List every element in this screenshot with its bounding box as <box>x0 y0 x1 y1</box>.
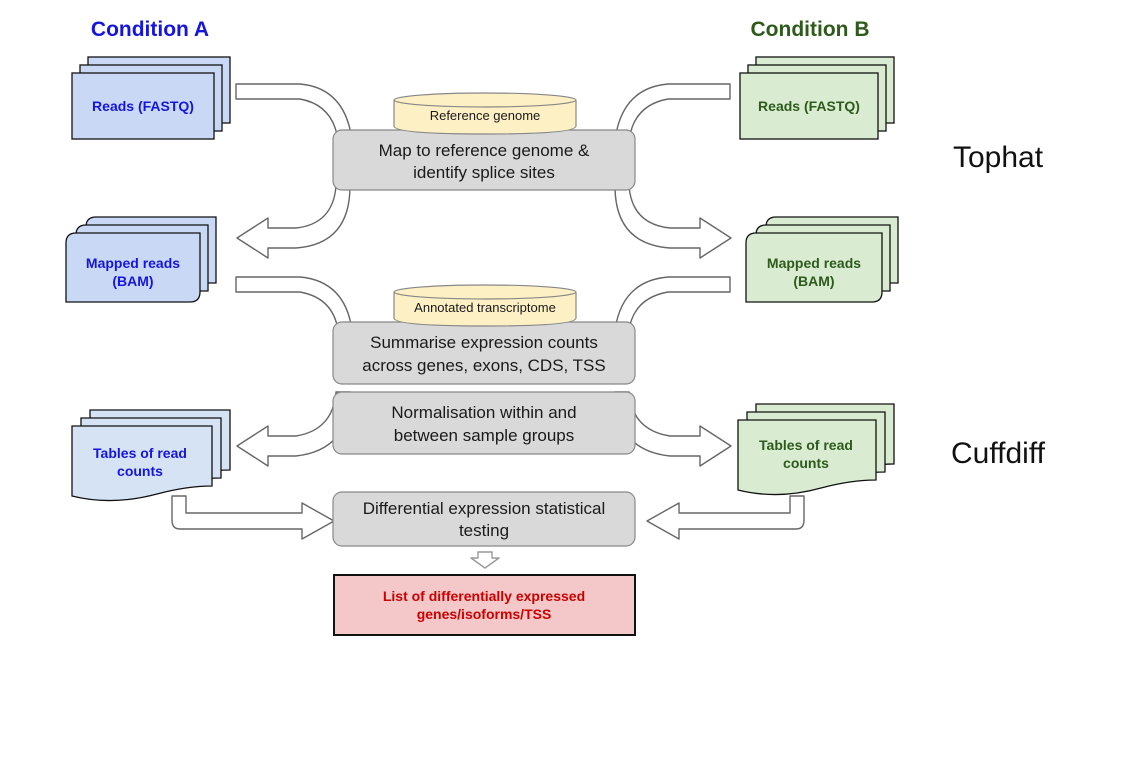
arrow-reads-b-to-map <box>614 83 731 141</box>
arrow-reads-a-to-map <box>235 83 353 141</box>
mapped-reads-a-line1: Mapped reads <box>86 255 180 271</box>
tables-a-line2: counts <box>117 463 163 479</box>
cuffdiff-label: Cuffdiff <box>951 437 1046 470</box>
tables-read-counts-b-stack: Tables of read counts <box>737 403 895 496</box>
map-step-line1: Map to reference genome & <box>379 141 590 160</box>
result-line2: genes/isoforms/TSS <box>417 606 552 622</box>
result-box: List of differentially expressed genes/i… <box>333 574 636 636</box>
reads-fastq-a-label: Reads (FASTQ) <box>92 98 194 114</box>
normalise-step-line2: between sample groups <box>394 426 575 445</box>
arrow-mapped-b-to-summarise <box>614 276 731 331</box>
arrow-tables-a-to-differential <box>171 495 335 540</box>
arrow-map-to-mapped-b <box>614 185 732 259</box>
normalisation-step: Normalisation within and between sample … <box>332 391 636 455</box>
reads-fastq-b-label: Reads (FASTQ) <box>758 98 860 114</box>
condition-a-title: Condition A <box>91 18 209 41</box>
reads-fastq-a-stack: Reads (FASTQ) <box>71 56 231 140</box>
condition-b-title: Condition B <box>751 18 870 41</box>
arrow-map-to-mapped-a <box>236 185 351 259</box>
summarise-step-line2: across genes, exons, CDS, TSS <box>362 356 605 375</box>
tables-read-counts-a-stack: Tables of read counts <box>71 409 231 502</box>
map-to-genome-step: Map to reference genome & identify splic… <box>332 129 636 191</box>
tables-b-line1: Tables of read <box>759 437 853 453</box>
differential-expression-step: Differential expression statistical test… <box>332 491 636 547</box>
summarise-counts-step: Summarise expression counts across genes… <box>332 321 636 385</box>
reference-genome-cylinder: Reference genome <box>393 92 577 135</box>
annotated-transcriptome-cylinder: Annotated transcriptome <box>393 284 577 327</box>
result-line1: List of differentially expressed <box>383 588 585 604</box>
tables-a-line1: Tables of read <box>93 445 187 461</box>
differential-step-line2: testing <box>459 521 509 540</box>
map-step-line2: identify splice sites <box>413 163 555 182</box>
tables-b-line2: counts <box>783 455 829 471</box>
annotated-transcriptome-label: Annotated transcriptome <box>414 300 556 315</box>
mapped-reads-b-line1: Mapped reads <box>767 255 861 271</box>
arrow-differential-to-result <box>470 551 500 569</box>
tophat-label: Tophat <box>953 141 1044 174</box>
summarise-step-line1: Summarise expression counts <box>370 333 598 352</box>
reads-fastq-b-stack: Reads (FASTQ) <box>739 56 895 140</box>
normalise-step-line1: Normalisation within and <box>391 403 576 422</box>
mapped-reads-a-stack: Mapped reads (BAM) <box>65 216 217 303</box>
arrow-tables-b-to-differential <box>646 495 805 540</box>
differential-step-line1: Differential expression statistical <box>363 499 606 518</box>
reference-genome-label: Reference genome <box>430 108 541 123</box>
mapped-reads-b-stack: Mapped reads (BAM) <box>745 216 899 303</box>
arrow-mapped-a-to-summarise <box>235 276 353 331</box>
mapped-reads-b-line2: (BAM) <box>793 273 834 289</box>
mapped-reads-a-line2: (BAM) <box>112 273 153 289</box>
